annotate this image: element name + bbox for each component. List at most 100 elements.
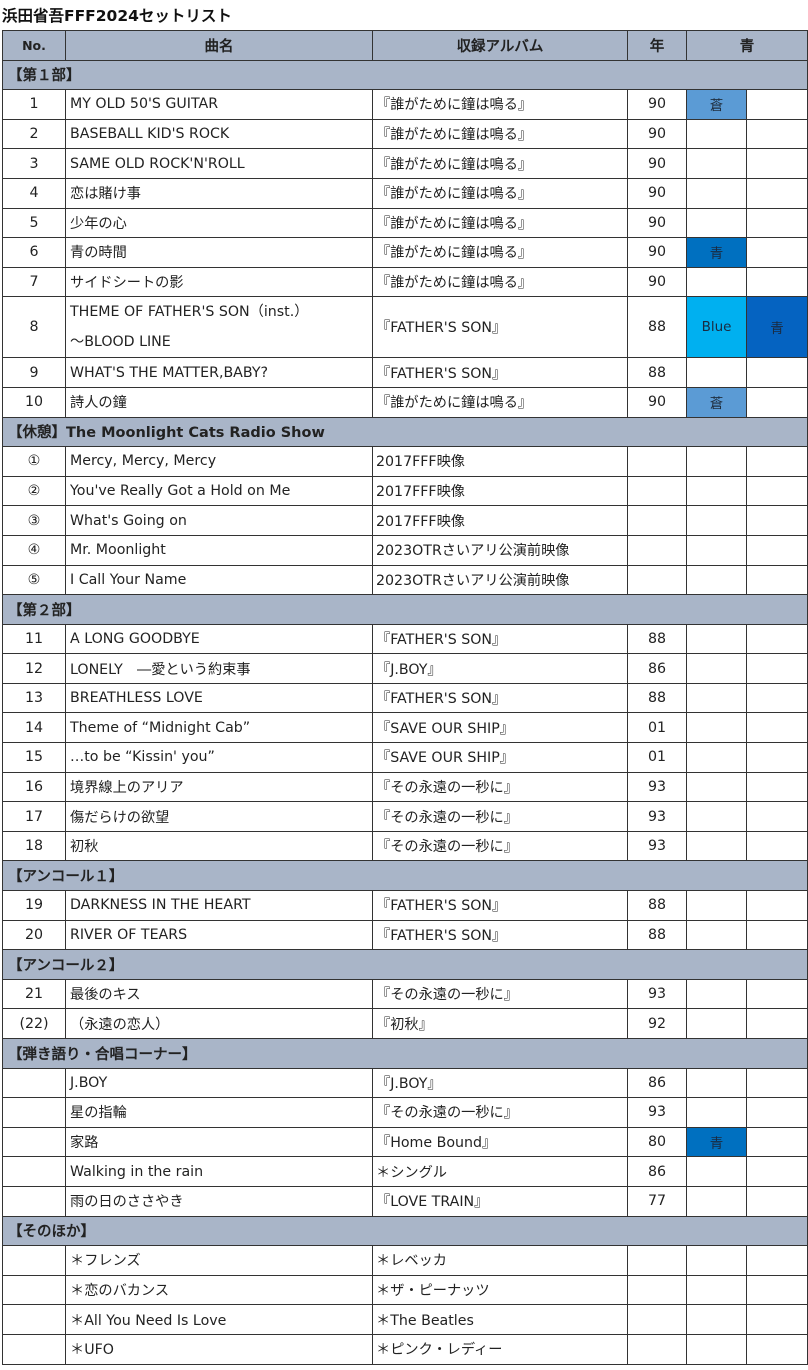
page-title: 浜田省吾FFF2024セットリスト	[2, 7, 232, 25]
release-year	[627, 1333, 687, 1365]
release-year	[627, 534, 687, 566]
song-title: WHAT'S THE MATTER,BABY?	[65, 357, 373, 388]
release-year	[627, 564, 687, 596]
song-title: You've Really Got a Hold on Me	[65, 475, 373, 507]
track-number: 1	[2, 89, 66, 120]
album-name: 『FATHER'S SON』	[372, 623, 628, 655]
track-number	[2, 1245, 66, 1276]
release-year: 88	[627, 623, 687, 655]
release-year	[627, 1274, 687, 1306]
ao-mark-2	[746, 357, 808, 388]
ao-mark-2	[746, 505, 808, 536]
ao-mark-2	[746, 653, 808, 684]
ao-mark-1	[686, 978, 747, 1010]
track-number: 15	[2, 742, 66, 773]
table-row: 雨の日のささやき『LOVE TRAIN』77	[2, 1185, 808, 1217]
album-name: 『FATHER'S SON』	[372, 357, 628, 388]
section-header: 【弾き語り・合唱コーナー】	[2, 1038, 808, 1069]
track-number: 3	[2, 148, 66, 179]
ao-mark-1	[686, 919, 747, 951]
song-title: ＊恋のバカンス	[65, 1274, 373, 1306]
ao-mark-2	[746, 475, 808, 507]
table-row: 星の指輪『その永遠の一秒に』93	[2, 1097, 808, 1128]
ao-mark-2	[746, 1126, 808, 1158]
section-header: 【アンコール２】	[2, 949, 808, 980]
release-year: 93	[627, 1097, 687, 1128]
ao-mark-1: 青	[686, 1126, 747, 1158]
ao-mark-1	[686, 357, 747, 388]
album-name: 『SAVE OUR SHIP』	[372, 742, 628, 773]
ao-mark-1	[686, 1185, 747, 1217]
release-year: 90	[627, 207, 687, 239]
album-name: ＊ザ・ピーナッツ	[372, 1274, 628, 1306]
song-title: Mercy, Mercy, Mercy	[65, 446, 373, 477]
release-year: 90	[627, 386, 687, 418]
song-title: DARKNESS IN THE HEART	[65, 890, 373, 921]
release-year: 93	[627, 801, 687, 832]
album-name: 『その永遠の一秒に』	[372, 978, 628, 1010]
album-name: 『FATHER'S SON』	[372, 682, 628, 714]
release-year: 92	[627, 1008, 687, 1039]
ao-mark-1: 蒼	[686, 89, 747, 120]
album-name: 『誰がために鐘は鳴る』	[372, 386, 628, 418]
track-number: ①	[2, 446, 66, 477]
song-title: ＊フレンズ	[65, 1245, 373, 1276]
song-title: A LONG GOODBYE	[65, 623, 373, 655]
ao-mark-1	[686, 1097, 747, 1128]
album-name: ＊ピンク・レディー	[372, 1333, 628, 1365]
release-year: 88	[627, 682, 687, 714]
ao-mark-2	[746, 1156, 808, 1187]
album-name: ＊The Beatles	[372, 1304, 628, 1335]
ao-mark-2	[746, 118, 808, 150]
ao-mark-2	[746, 1245, 808, 1276]
ao-mark-1	[686, 564, 747, 596]
song-title: THEME OF FATHER'S SON（inst.）～BLOOD LINE	[65, 296, 373, 359]
track-number: 10	[2, 386, 66, 418]
ao-mark-1	[686, 1245, 747, 1276]
song-title: 最後のキス	[65, 978, 373, 1010]
track-number: 4	[2, 177, 66, 209]
ao-mark-2	[746, 682, 808, 714]
release-year: 01	[627, 742, 687, 773]
ao-mark-2	[746, 237, 808, 268]
song-title: RIVER OF TEARS	[65, 919, 373, 951]
ao-mark-1	[686, 682, 747, 714]
ao-mark-2	[746, 177, 808, 209]
album-name: 『J.BOY』	[372, 1067, 628, 1099]
track-number: ③	[2, 505, 66, 536]
release-year: 90	[627, 177, 687, 209]
album-name: ＊シングル	[372, 1156, 628, 1187]
release-year: 01	[627, 712, 687, 744]
track-number: 5	[2, 207, 66, 239]
section-header: 【第２部】	[2, 594, 808, 625]
album-name: 『FATHER'S SON』	[372, 296, 628, 359]
release-year: 93	[627, 771, 687, 803]
album-name: 『誰がために鐘は鳴る』	[372, 237, 628, 268]
album-name: 『誰がために鐘は鳴る』	[372, 177, 628, 209]
track-number: 9	[2, 357, 66, 388]
ao-mark-2	[746, 742, 808, 773]
track-number	[2, 1274, 66, 1306]
release-year: 88	[627, 296, 687, 359]
album-name: 『誰がために鐘は鳴る』	[372, 89, 628, 120]
album-name: 2017FFF映像	[372, 446, 628, 477]
section-header: 【そのほか】	[2, 1215, 808, 1247]
ao-mark-1	[686, 801, 747, 832]
album-name: 『J.BOY』	[372, 653, 628, 684]
ao-mark-1	[686, 177, 747, 209]
header-song: 曲名	[65, 30, 373, 61]
ao-mark-2	[746, 978, 808, 1010]
track-number: 2	[2, 118, 66, 150]
ao-mark-1	[686, 148, 747, 179]
album-name: 『その永遠の一秒に』	[372, 771, 628, 803]
track-number: 20	[2, 919, 66, 951]
